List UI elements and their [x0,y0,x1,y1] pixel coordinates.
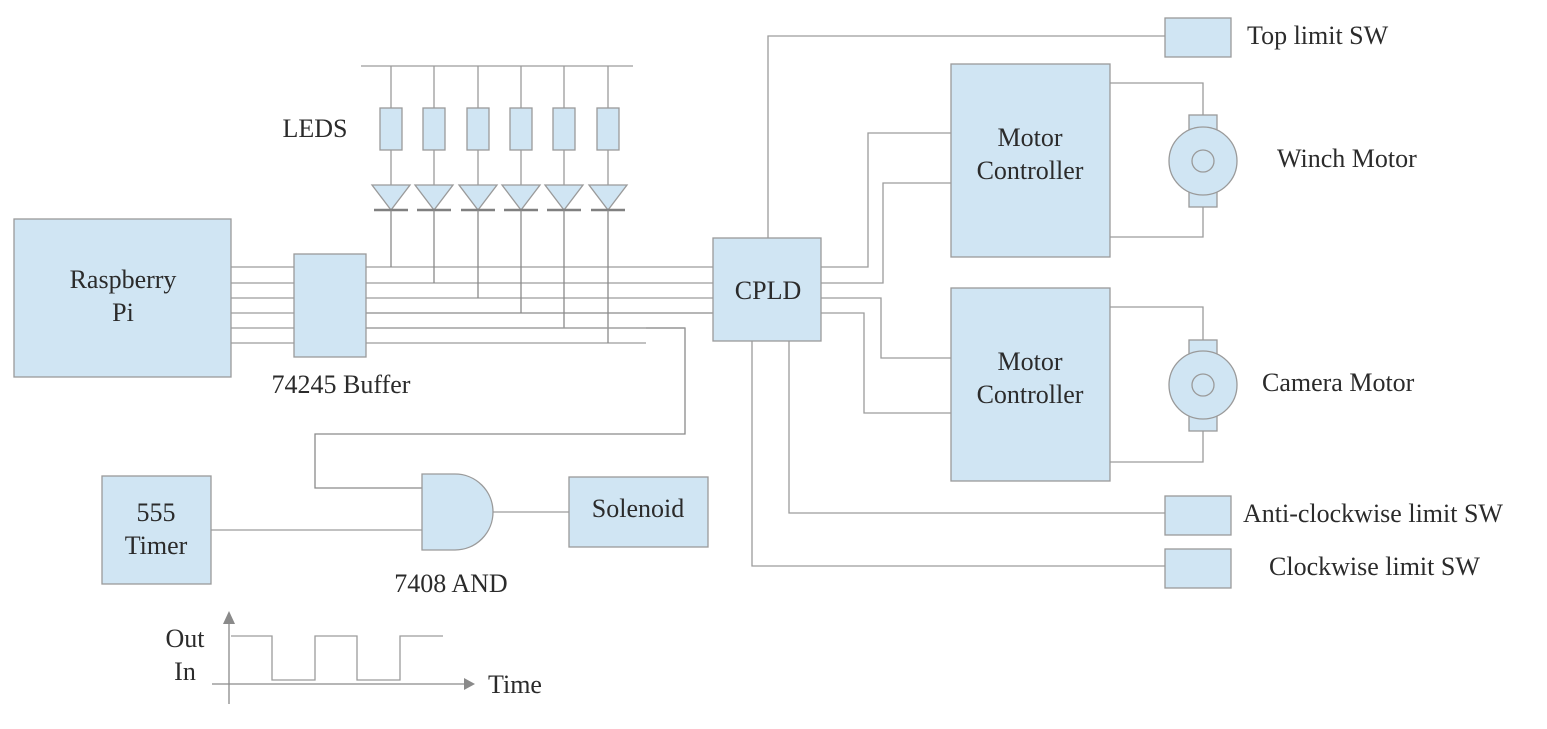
motor-controller-1-label-line1: Motor [998,123,1063,152]
waveform-time-label: Time [488,670,542,699]
clockwise-limit-switch-label: Clockwise limit SW [1269,552,1480,581]
mc1-to-winch-wire-top [1110,82,1204,115]
resistor-icon [379,107,403,151]
cpld-to-mc2-wire-b [821,312,951,414]
cpld-to-anticlockwise-wire [788,341,1165,514]
y-axis-arrow-icon [223,611,235,624]
and-gate-label: 7408 AND [394,569,507,598]
pi-to-buffer-bus [231,266,294,344]
anticlockwise-limit-switch-label: Anti-clockwise limit SW [1243,499,1503,528]
motor-controller-1-label-line2: Controller [977,156,1084,185]
mc2-to-camera-wire-bottom [1110,431,1204,463]
motor-controller-1-block: Motor Controller [950,63,1111,258]
timer-waveform: Out In Time [166,611,542,704]
led-diode-icon [370,184,412,212]
bus-to-and-wire [314,327,686,489]
cpld-block: CPLD [712,237,822,342]
resistor-icon [509,107,533,151]
x-axis-arrow-icon [464,678,475,690]
led-diode-icon [543,184,585,212]
camera-motor-icon [1168,339,1238,432]
raspberry-pi-label-line2: Pi [112,298,134,327]
resistor-icon [552,107,576,151]
solenoid-block: Solenoid [568,476,709,548]
motor-controller-2-label-line2: Controller [977,380,1084,409]
solenoid-label: Solenoid [592,494,684,523]
cpld-label: CPLD [735,276,801,305]
and-gate-icon [421,473,494,551]
raspberry-pi-label-line1: Raspberry [70,265,177,294]
timer-555-label-line1: 555 [137,498,176,527]
anticlockwise-limit-switch: Anti-clockwise limit SW [1164,495,1503,536]
led-diode-icon [500,184,542,212]
cpld-to-clockwise-wire [751,341,1165,567]
waveform-in-label: In [174,657,196,686]
motor-controller-2-label-line1: Motor [998,347,1063,376]
resistor-icon [596,107,620,151]
buffer-block: 74245 Buffer [272,253,411,399]
timer-555-label-line2: Timer [125,531,188,560]
top-limit-switch: Top limit SW [1164,17,1389,58]
resistor-icon [422,107,446,151]
timer-555-block: 555 Timer [101,475,212,585]
cpld-to-mc1-wire-b [821,182,951,284]
cpld-to-mc2-wire-a [821,297,951,359]
buffer-label: 74245 Buffer [272,370,411,399]
waveform-out-label: Out [166,624,206,653]
cpld-to-top-limit-wire [767,35,1165,238]
led-diode-icon [413,184,455,212]
buffer-to-cpld-bus [366,266,713,344]
camera-motor-label: Camera Motor [1262,368,1415,397]
clockwise-limit-switch: Clockwise limit SW [1164,548,1480,589]
motor-controller-2-block: Motor Controller [950,287,1111,482]
square-wave-trace [231,635,443,681]
raspberry-pi-block: Raspberry Pi [13,218,232,378]
led-diode-icon [587,184,629,212]
top-limit-switch-label: Top limit SW [1247,21,1389,50]
led-array [361,65,633,343]
winch-motor-label: Winch Motor [1277,144,1417,173]
mc1-to-winch-wire-bottom [1110,207,1204,238]
winch-motor-icon [1168,114,1238,208]
resistor-icon [466,107,490,151]
mc2-to-camera-wire-top [1110,306,1204,340]
cpld-to-mc1-wire-a [821,132,951,268]
leds-label: LEDS [283,114,348,143]
led-diode-icon [457,184,499,212]
